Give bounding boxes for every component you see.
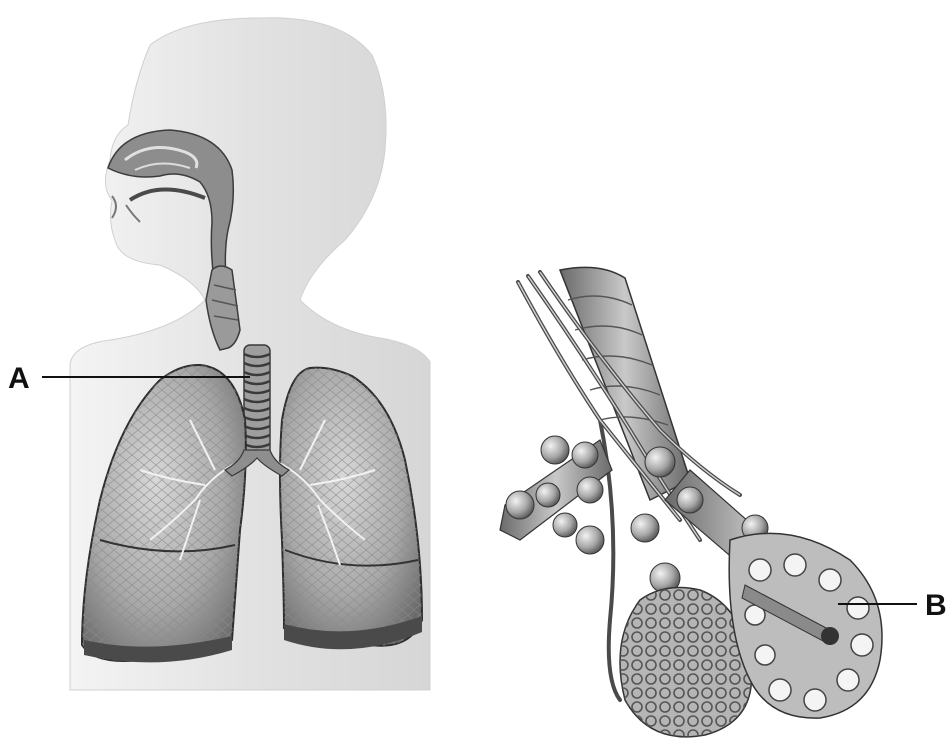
trachea — [244, 345, 270, 455]
label-a: A — [8, 364, 30, 394]
label-b: B — [925, 591, 947, 621]
bronchiole-detail — [500, 267, 882, 736]
